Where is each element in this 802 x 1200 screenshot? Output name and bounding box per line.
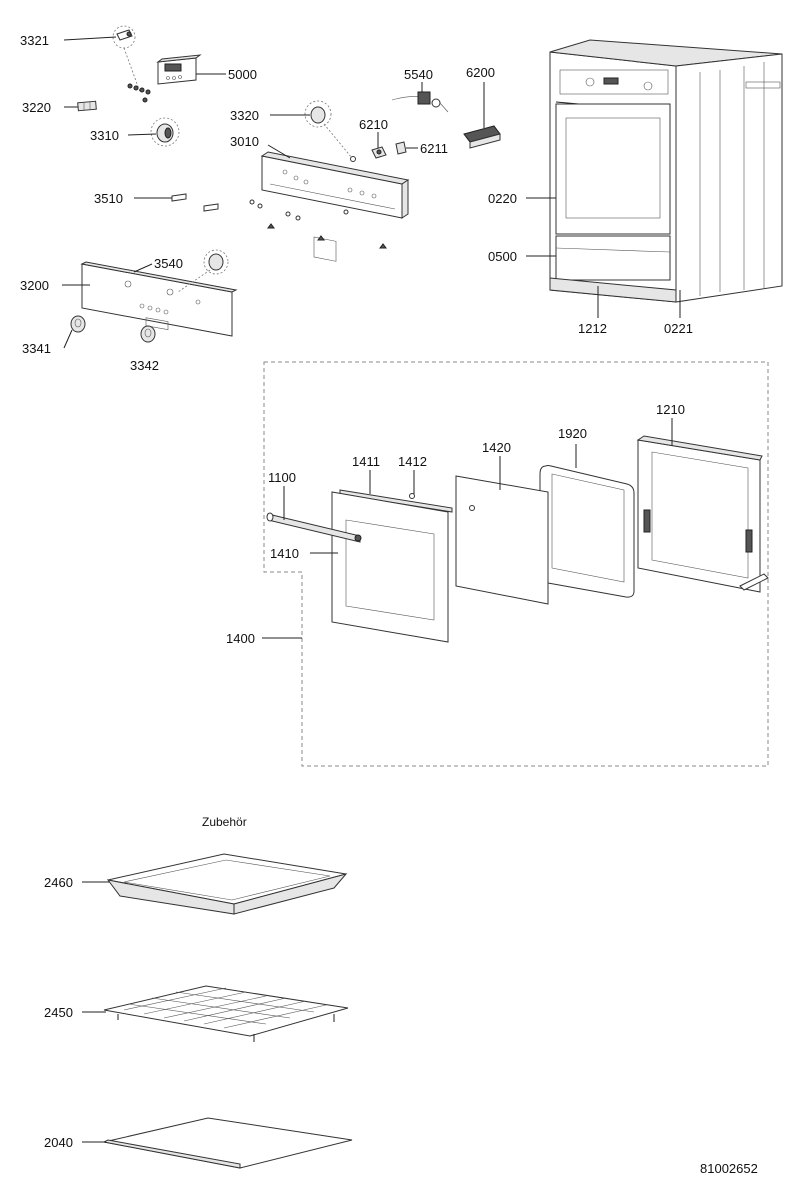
label-5000: 5000 — [228, 67, 257, 82]
part-1410-outer-door — [331, 491, 449, 643]
part-5540-thermostat — [391, 91, 449, 113]
part-3342-knob — [140, 325, 156, 343]
label-3540: 3540 — [154, 256, 183, 271]
part-3321-shaft — [112, 25, 141, 93]
label-6200: 6200 — [466, 65, 495, 80]
label-1411: 1411 — [352, 454, 380, 469]
label-1412: 1412 — [398, 454, 427, 469]
section-title-accessories: Zubehör — [202, 815, 247, 829]
part-1411-trim-strip — [339, 489, 453, 513]
label-2450: 2450 — [44, 1005, 73, 1020]
part-1210-inner-door — [636, 435, 769, 593]
label-3341: 3341 — [22, 341, 51, 356]
label-1400: 1400 — [226, 631, 255, 646]
label-3010: 3010 — [230, 134, 259, 149]
label-2460: 2460 — [44, 875, 73, 890]
leader-3540 — [133, 263, 153, 273]
label-5540: 5540 — [404, 67, 433, 82]
label-3220: 3220 — [22, 100, 51, 115]
door-assembly-boundary — [263, 361, 769, 767]
label-3200: 3200 — [20, 278, 49, 293]
label-1212: 1212 — [578, 321, 607, 336]
label-3310: 3310 — [90, 128, 119, 143]
part-3341-knob — [70, 315, 86, 333]
part-2040-baking-sheet — [102, 1117, 353, 1169]
part-3010-control-bracket — [260, 151, 410, 262]
part-2450-wire-rack — [103, 985, 349, 1042]
part-springs — [127, 83, 151, 103]
part-3310-knob — [150, 117, 180, 147]
part-3320-knob — [304, 100, 356, 162]
part-3510-bolts — [171, 193, 219, 212]
part-1100-door-handle — [266, 512, 362, 543]
part-oven-housing — [549, 39, 783, 303]
part-6200-relay — [463, 125, 501, 149]
part-6210-sensor — [371, 146, 387, 159]
label-3510: 3510 — [94, 191, 123, 206]
part-3200-front-panel — [80, 261, 238, 337]
leader-3310 — [127, 133, 157, 136]
part-1420-glass-pane — [455, 475, 549, 605]
part-1412-screw — [409, 493, 415, 499]
part-5000-timer-module — [156, 54, 202, 85]
label-3342: 3342 — [130, 358, 159, 373]
label-1210: 1210 — [656, 402, 685, 417]
part-screws — [249, 199, 387, 249]
part-2460-baking-tray — [106, 853, 348, 915]
part-3540-knob — [177, 249, 229, 293]
label-0500: 0500 — [488, 249, 517, 264]
label-3320: 3320 — [230, 108, 259, 123]
label-1410: 1410 — [270, 546, 299, 561]
leader-3010 — [267, 144, 291, 159]
label-1420: 1420 — [482, 440, 511, 455]
label-6210: 6210 — [359, 117, 388, 132]
label-1100: 1100 — [268, 470, 296, 485]
label-6211: 6211 — [420, 141, 448, 156]
part-1920-door-seal — [539, 465, 635, 598]
label-0220: 0220 — [488, 191, 517, 206]
label-1920: 1920 — [558, 426, 587, 441]
document-number: 81002652 — [700, 1161, 758, 1176]
label-2040: 2040 — [44, 1135, 73, 1150]
label-0221: 0221 — [664, 321, 693, 336]
leader-3341 — [63, 329, 73, 349]
part-3220-clip — [77, 100, 97, 112]
label-3321: 3321 — [20, 33, 49, 48]
part-6211-connector — [395, 141, 407, 155]
leader-3321 — [63, 36, 117, 41]
